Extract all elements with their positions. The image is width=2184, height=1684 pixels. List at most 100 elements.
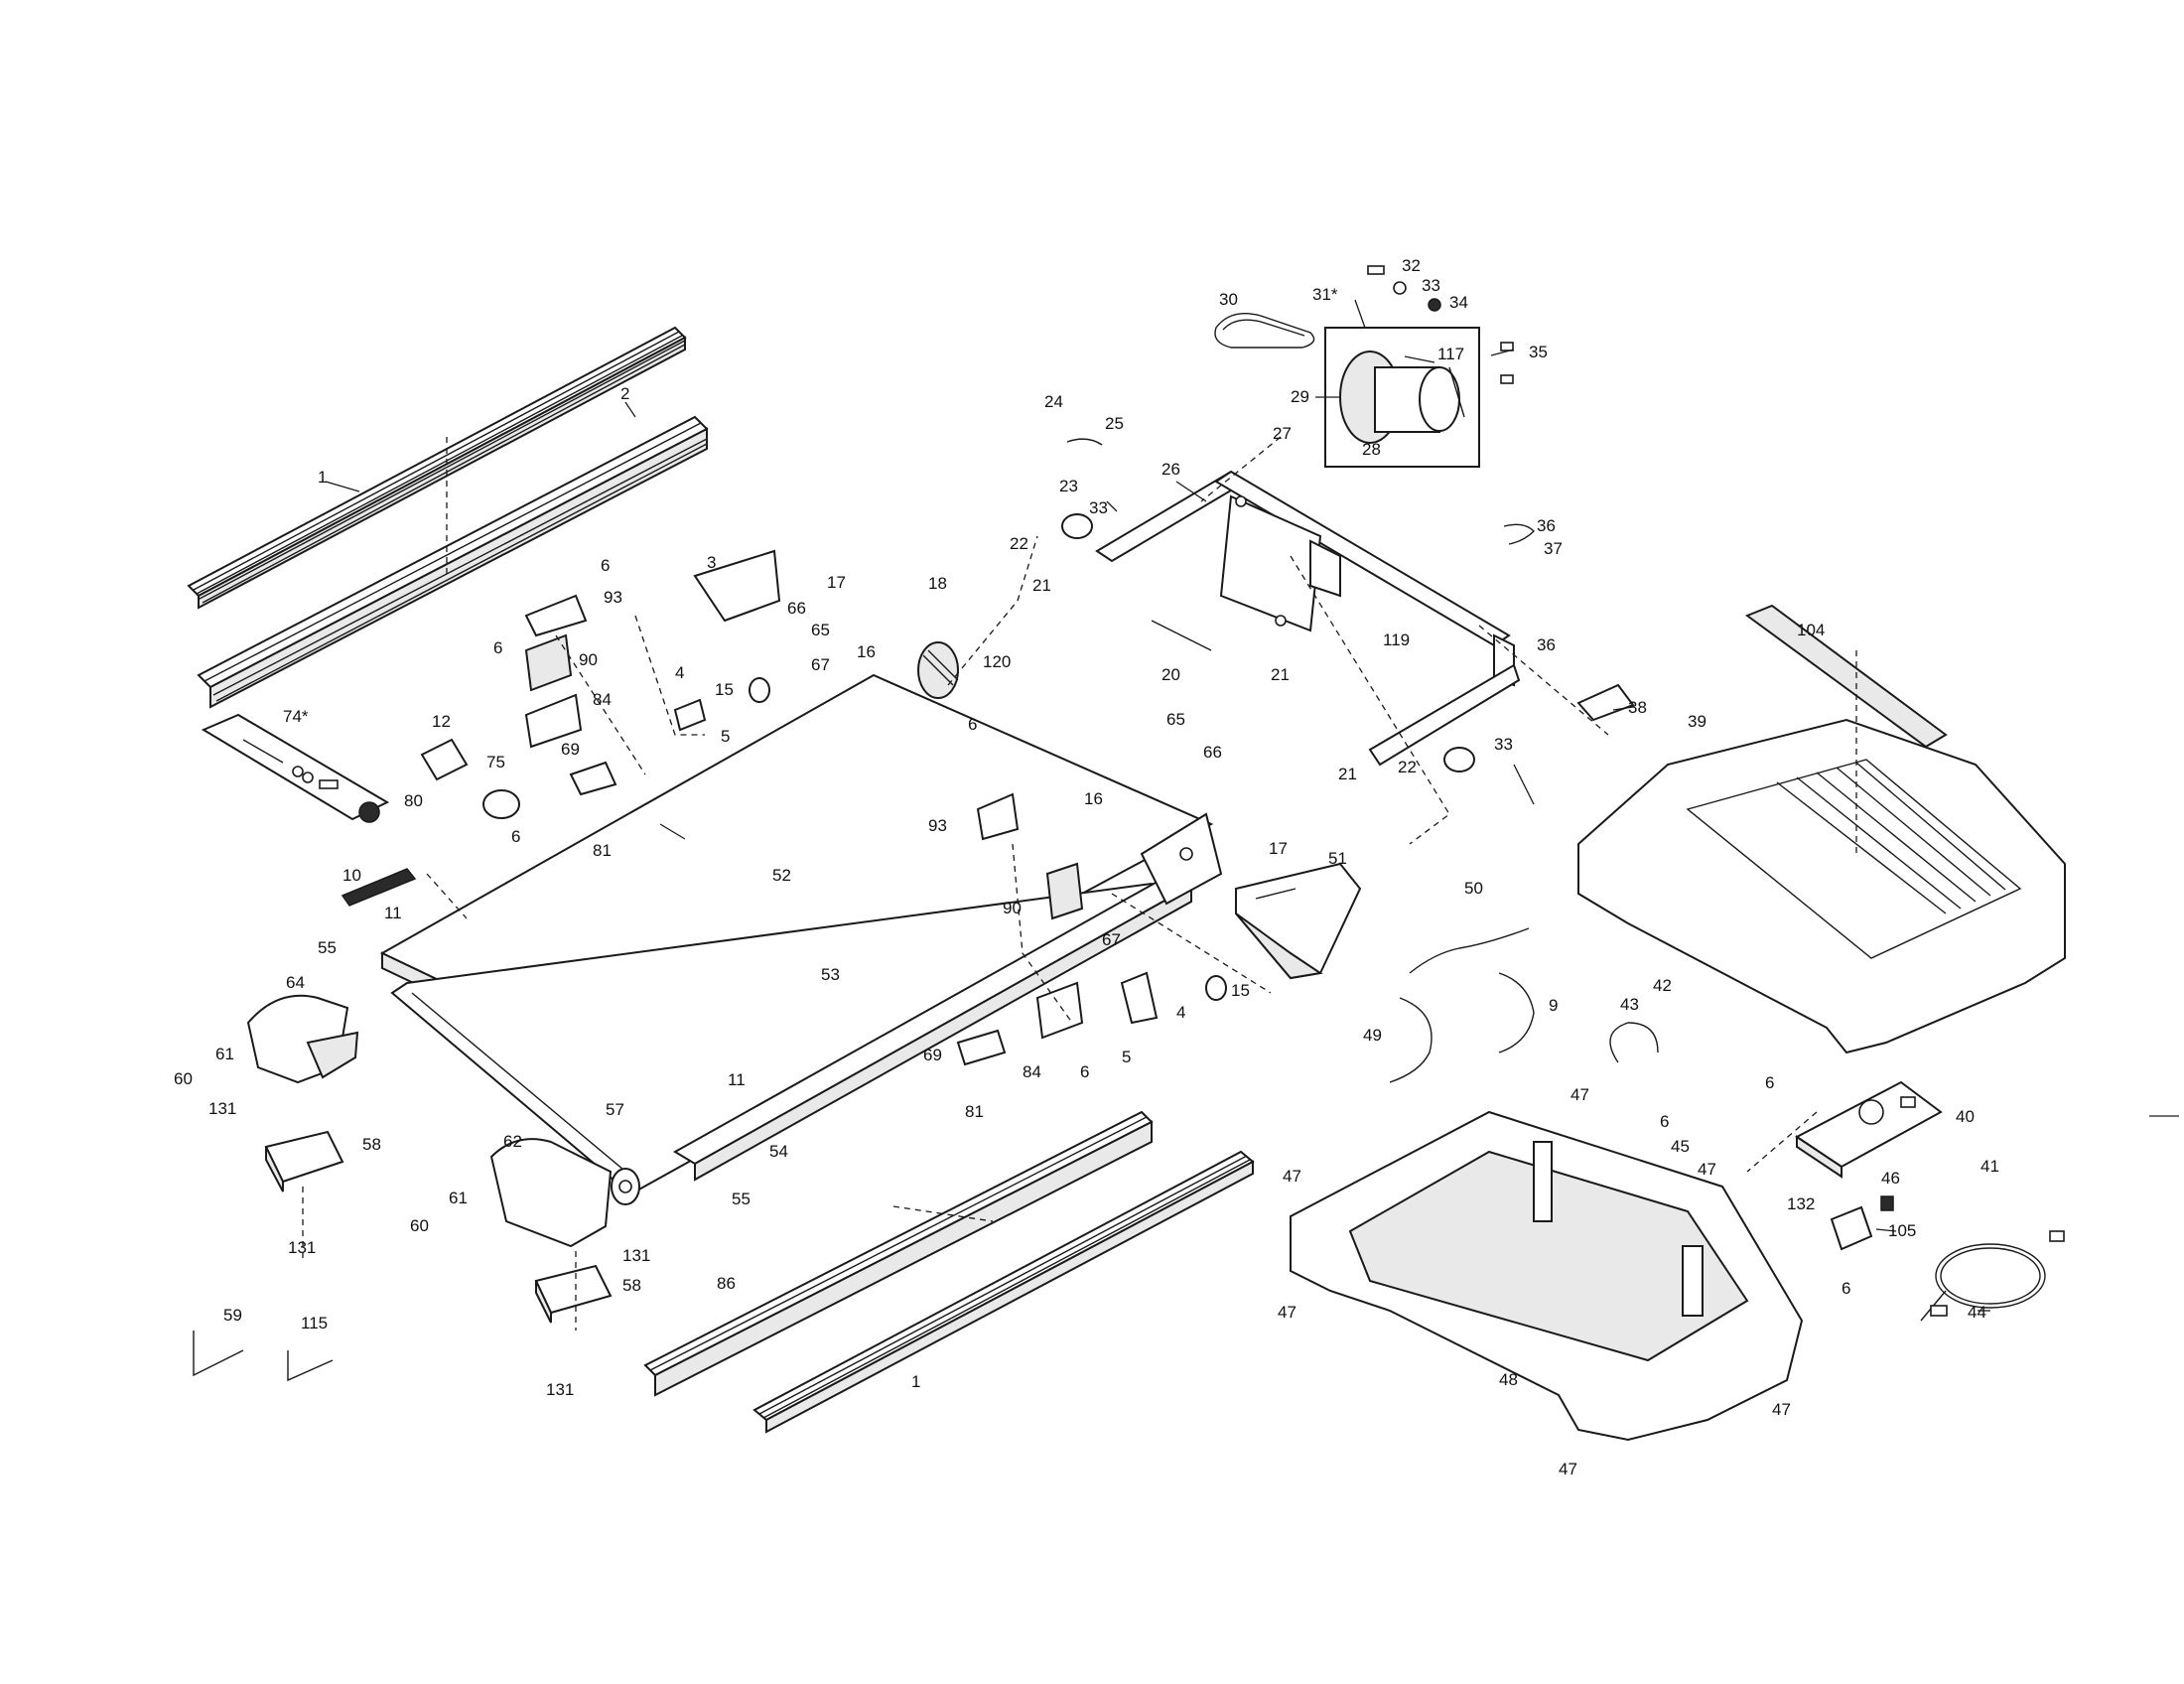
wire-harness-49	[1389, 997, 1433, 1083]
callout-59: 59	[223, 1306, 242, 1325]
clip-37	[1503, 523, 1535, 545]
callout-104: 104	[1797, 621, 1825, 639]
wire-harness-50	[1409, 927, 1530, 974]
end-cap-62	[489, 1138, 613, 1248]
plate-69b	[956, 1029, 1007, 1066]
callout-120: 120	[983, 652, 1011, 671]
upright-frame-26	[1095, 470, 1521, 767]
callout-21: 21	[1032, 576, 1051, 595]
control-board-40	[1795, 1080, 1943, 1179]
rear-foot-58-left	[264, 1130, 344, 1193]
callout-43: 43	[1620, 995, 1639, 1014]
callout-42: 42	[1653, 976, 1672, 995]
isolator-90	[524, 633, 573, 692]
callout-27: 27	[1273, 424, 1292, 443]
callout-24: 24	[1044, 392, 1063, 411]
callout-15: 15	[1231, 981, 1250, 1000]
bracket-4	[673, 698, 707, 732]
callout-69: 69	[561, 740, 580, 759]
drive-belt-30	[1214, 313, 1315, 349]
callout-93: 93	[604, 588, 622, 607]
isolator-90b	[1045, 862, 1084, 920]
callout-labels: 1 2 6 93 6 90 84 3 17 66 65 67 16 18 120…	[174, 256, 1999, 1478]
callout-9: 9	[1549, 996, 1558, 1015]
callout-60: 60	[174, 1069, 193, 1088]
callout-4: 4	[1176, 1003, 1185, 1022]
callout-21: 21	[1271, 665, 1290, 684]
callout-36: 36	[1537, 635, 1556, 654]
callout-81: 81	[593, 841, 612, 860]
bumper-15b	[1205, 975, 1227, 1001]
pulley-22b	[1443, 747, 1475, 772]
callout-37: 37	[1544, 539, 1563, 558]
callout-28: 28	[1362, 440, 1381, 459]
callout-67: 67	[1102, 930, 1121, 949]
callout-119: 119	[1383, 631, 1410, 649]
motor-fasteners	[1367, 265, 1514, 384]
grip-strip-10	[341, 868, 417, 907]
rear-roller-57	[611, 1168, 640, 1205]
pulley-22	[1061, 513, 1093, 539]
callout-6: 6	[1080, 1062, 1089, 1081]
callout-26: 26	[1161, 460, 1180, 479]
callout-115: 115	[301, 1314, 328, 1333]
callout-6: 6	[601, 556, 610, 575]
callout-22: 22	[1010, 534, 1028, 553]
callout-25: 25	[1105, 414, 1124, 433]
callout-47: 47	[1570, 1085, 1589, 1104]
bracket-93	[524, 594, 588, 637]
wrench-59	[193, 1331, 244, 1377]
callout-47: 47	[1283, 1167, 1301, 1186]
axle-20	[1151, 620, 1212, 651]
callout-131: 131	[546, 1380, 574, 1399]
callout-84: 84	[593, 690, 612, 709]
rail-cover-1-upper	[187, 326, 687, 610]
callout-61: 61	[215, 1045, 234, 1063]
callout-17: 17	[1269, 839, 1288, 858]
callout-leaders	[325, 299, 2179, 1312]
wire-24	[1066, 438, 1103, 446]
callout-53: 53	[821, 965, 840, 984]
bracket-84b	[1035, 981, 1084, 1040]
callout-62: 62	[503, 1132, 522, 1151]
bracket-4b	[1120, 971, 1159, 1025]
switch-46	[1880, 1195, 1894, 1211]
callout-51: 51	[1328, 849, 1347, 868]
callout-58: 58	[362, 1135, 381, 1154]
callout-131: 131	[288, 1238, 316, 1257]
callout-66: 66	[1203, 743, 1222, 762]
callout-16: 16	[857, 642, 876, 661]
callout-29: 29	[1291, 387, 1309, 406]
motor-assembly-31	[1324, 327, 1480, 468]
pad-75	[482, 789, 520, 819]
callout-3: 3	[707, 553, 716, 572]
callout-47: 47	[1278, 1303, 1297, 1322]
callout-6: 6	[1660, 1112, 1669, 1131]
callout-61: 61	[449, 1189, 468, 1207]
power-cord-41	[1920, 1230, 2065, 1322]
callout-50: 50	[1464, 879, 1483, 898]
callout-11: 11	[728, 1070, 746, 1089]
callout-80: 80	[404, 791, 423, 810]
callout-117: 117	[1437, 345, 1464, 363]
callout-39: 39	[1688, 712, 1706, 731]
callout-6: 6	[1765, 1073, 1774, 1092]
bumper-15	[749, 677, 770, 703]
callout-2: 2	[620, 384, 629, 403]
motor-hood-51	[1235, 862, 1362, 980]
callout-47: 47	[1559, 1460, 1577, 1478]
front-roller-120	[917, 641, 959, 699]
rail-cover-1-lower	[752, 1150, 1255, 1434]
callout-131: 131	[208, 1099, 236, 1118]
callout-65: 65	[811, 621, 830, 639]
bracket-84	[524, 693, 583, 749]
callout-10: 10	[342, 866, 361, 885]
callout-84: 84	[1023, 1062, 1041, 1081]
callout-47: 47	[1698, 1160, 1716, 1179]
callout-105: 105	[1888, 1221, 1916, 1240]
callout-74: 74*	[283, 707, 309, 726]
callout-23: 23	[1059, 477, 1078, 495]
plate-69	[569, 761, 617, 796]
assembly-lines	[302, 436, 1857, 1331]
